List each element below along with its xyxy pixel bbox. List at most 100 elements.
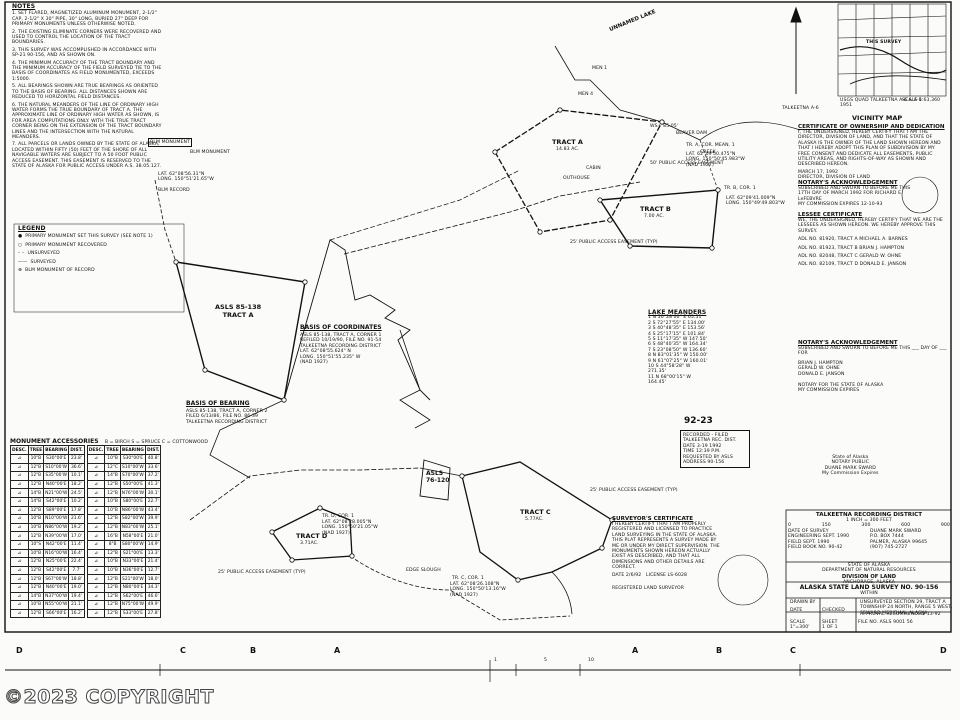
- table-cell: 10"B: [27, 600, 45, 610]
- notes-title: NOTES: [12, 3, 36, 10]
- ruler-letters: D C B A A B C D: [0, 646, 960, 658]
- surveyor-seal: [717, 554, 769, 606]
- col-bearing: BEARING: [43, 445, 70, 455]
- table-cell: 14"B: [104, 471, 121, 481]
- notes-block: NOTES 1. SET FLARED, MAGNETIZED ALUMINUM…: [12, 3, 162, 169]
- ruler-letter: D: [16, 646, 23, 655]
- lake-meander-row: 9 N 61°07'25" W 160.01': [648, 358, 708, 364]
- lake-meander-line: [554, 45, 701, 141]
- lake-meander-row: 8 N 83°01'35" W 150.00': [648, 353, 708, 359]
- outhouse-label: OUTHOUSE: [563, 176, 590, 181]
- lake-meanders-table: LAKE MEANDERS 1 N 50°28'00" E 65.51'2 S …: [648, 309, 710, 386]
- table-cell: 12"B: [27, 471, 45, 481]
- pub-access-label-2: 25' PUBLIC ACCESS EASEMENT (TYP): [570, 240, 658, 245]
- monument-accessories: MONUMENT ACCESSORIES B = BIRCH S = SPRUC…: [10, 438, 228, 619]
- lessee-row: ADL NO. 81923, TRACT B BRIAN J. HAMPTON: [798, 245, 905, 251]
- notary2-name: BRIAN J. HAMPTON: [798, 360, 843, 366]
- table-cell: 12"B: [27, 531, 45, 541]
- ruler-letter: C: [790, 646, 796, 655]
- notary2-footer: NOTARY FOR THE STATE OF ALASKA MY COMMIS…: [798, 383, 884, 394]
- survey-title: ALASKA STATE LAND SURVEY NO. 90-156: [799, 584, 939, 591]
- survey-tie-line: [343, 181, 641, 255]
- table-cell: 21.6': [68, 514, 85, 524]
- table-cell: 12"B: [104, 591, 121, 602]
- tract-b-label: TRACT B: [640, 205, 671, 213]
- latlong-4: LAT. 62°08'28.005"N LONG. 150°50'21.05"W…: [322, 520, 378, 536]
- checked-label: CHECKED: [822, 608, 845, 613]
- table-cell: 24.5': [68, 488, 85, 498]
- scale-text: 1 INCH = 300 FEET: [846, 518, 892, 523]
- ruler-letter: A: [632, 646, 639, 655]
- date-label: DATE: [790, 608, 803, 613]
- monument-accessories-subtitle: B = BIRCH S = SPRUCE C = COTTONWOOD: [104, 440, 209, 445]
- table-cell: 12"B: [27, 479, 45, 490]
- pub-access-label-3: 25' PUBLIC ACCESS EASEMENT (TYP): [218, 570, 306, 575]
- monument-sketch-icon: ⊿: [86, 539, 106, 550]
- tract-d-label: TRACT D: [296, 532, 328, 540]
- monument-sketch-icon: ⊿: [10, 471, 29, 481]
- monument-sketch-icon: ⊿: [10, 479, 29, 490]
- monument-sketch-icon: ⊿: [86, 557, 106, 567]
- ruler-letter: B: [716, 646, 723, 655]
- table-cell: 14.9': [144, 539, 162, 550]
- table-cell: 12"B: [104, 522, 121, 533]
- basis-bearing-title: BASIS OF BEARING: [186, 400, 250, 407]
- monument-sketch-icon: ⊿: [86, 514, 106, 524]
- table-cell: N86°00'W: [119, 505, 147, 516]
- vicinity-map-title: VICINITY MAP: [852, 114, 903, 122]
- table-cell: 12"C: [104, 462, 121, 473]
- meander-1-label: MEN 1: [592, 66, 608, 71]
- monument-sketch-icon: ⊿: [86, 496, 106, 507]
- table-cell: 8"B: [104, 539, 121, 550]
- talkeetna-label: TALKEETNA A-6: [782, 106, 819, 111]
- table-cell: S10°00'W: [119, 462, 147, 473]
- ownership-date: MARCH 17, 1992: [798, 169, 839, 175]
- monument-sketch-icon: ⊿: [86, 505, 106, 516]
- table-cell: S82°00'W: [119, 514, 147, 524]
- basis-of-bearing: BASIS OF BEARING ASLS 85-138, TRACT A, C…: [186, 400, 268, 425]
- table-cell: N76°00'W: [119, 488, 147, 498]
- agency-block: STATE OF ALASKA DEPARTMENT OF NATURAL RE…: [788, 563, 950, 585]
- table-cell: 21.0': [144, 531, 162, 541]
- within-label: WITHIN: [860, 591, 878, 596]
- note-item: 4. THE MINIMUM ACCURACY OF THE TRACT BOU…: [12, 60, 162, 82]
- tract-d-boundary: [271, 507, 353, 561]
- approval-date: 3-13-92: [922, 612, 941, 617]
- table-cell: 12"B: [104, 600, 121, 610]
- lake-meander-row: 11 N 68°00'15" W 164.45': [648, 374, 692, 386]
- corner-b-label: TR. B, COR. 1: [724, 186, 756, 191]
- note-item: 2. THE EXISTING ELIMINATE CORNERS WERE R…: [12, 29, 162, 46]
- table-cell: N58°00'E: [119, 531, 147, 541]
- sheet-border: [4, 1, 952, 633]
- table-cell: 10"B: [27, 454, 45, 464]
- table-cell: S10°00'W: [43, 462, 70, 473]
- pub-access-label-1: 50' PUBLIC ACCESS EASEMENT: [650, 161, 724, 166]
- note-item: 1. SET FLARED, MAGNETIZED ALUMINUM MONUM…: [12, 11, 158, 28]
- table-cell: 10.2': [68, 496, 85, 507]
- table-cell: 40.8': [144, 454, 162, 464]
- surveyor-firm: DUANE MARK SWARD P.O. BOX 7444 PALMER, A…: [870, 528, 928, 551]
- table-cell: 10"B: [104, 557, 121, 567]
- notary2-name: GERALD W. OHNE: [798, 366, 840, 372]
- monument-sketch-icon: ⊿: [10, 522, 29, 533]
- corner-d-label: TR. D, COR. 1: [322, 514, 355, 519]
- table-cell: 34.3': [144, 582, 162, 593]
- col-desc: DESC.: [10, 445, 29, 455]
- table-cell: 22.4': [68, 557, 85, 567]
- monument-sketch-icon: ⊿: [86, 462, 106, 473]
- agency-line: DIVISION OF LAND: [841, 573, 897, 580]
- ownership-signer: DIRECTOR, DIVISION OF LAND: [798, 175, 870, 181]
- notary2-title: NOTARY'S ACKNOWLEDGEMENT: [798, 340, 898, 346]
- monument-sketch-icon: ⊿: [86, 582, 106, 593]
